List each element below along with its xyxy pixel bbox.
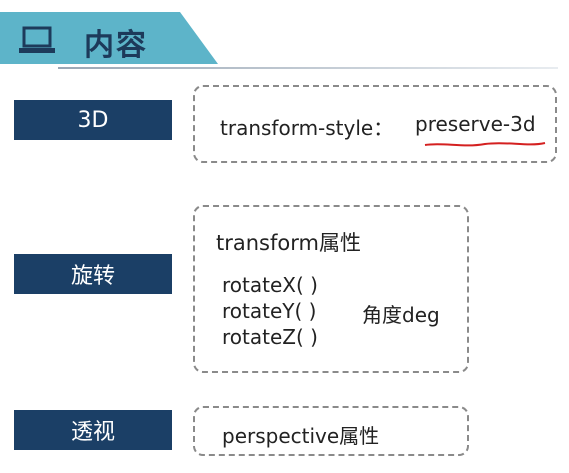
label-3d: 3D [14,100,172,140]
header-divider [58,67,558,69]
transform-style-prop: transform-style： [220,116,394,140]
red-underline [424,142,546,147]
content-box-perspective: perspective属性 [193,406,469,456]
laptop-icon [18,26,56,56]
perspective-text: perspective属性 [222,424,380,448]
content-box-rotate: transform属性 rotateX( ) rotateY( ) rotate… [193,205,469,373]
rotate-x-line: rotateX( ) [222,273,318,297]
rotate-z-line: rotateZ( ) [222,325,318,349]
page-title: 内容 [84,28,148,63]
label-rotate: 旋转 [14,254,172,294]
label-perspective-text: 透视 [70,420,115,445]
label-rotate-text: 旋转 [70,264,115,289]
preserve-3d-value: preserve-3d [415,112,536,136]
content-box-3d: transform-style： preserve-3d [193,85,557,163]
rotate-y-line: rotateY( ) [222,299,317,323]
transform-heading: transform属性 [216,231,361,255]
header-banner: 内容 [0,12,218,64]
angle-unit-note: 角度deg [362,303,440,327]
label-perspective: 透视 [14,410,172,450]
label-3d-text: 3D [77,107,109,133]
